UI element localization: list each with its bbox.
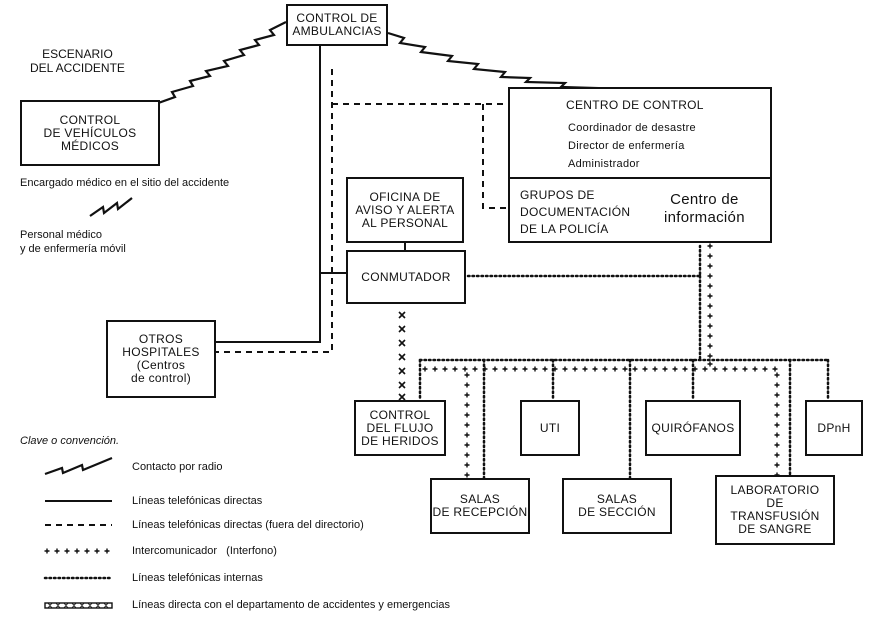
oficina-line-1: OFICINA DE xyxy=(369,189,441,204)
info-line-2: información xyxy=(664,209,745,226)
centro-informacion: Centro de información xyxy=(664,191,745,227)
vehiculos-line-2: DE VEHÍCULOS xyxy=(43,125,137,140)
legend-radio-symbol xyxy=(44,456,113,476)
member-administrador: Administrador xyxy=(568,158,640,170)
radio-link-ambulancias-centro xyxy=(387,31,629,91)
conmutador-text: CONMUTADOR xyxy=(361,269,451,284)
label-escenario: ESCENARIO DEL ACCIDENTE xyxy=(30,47,125,75)
radio-link-personal xyxy=(89,197,133,217)
legend-label-dashed: Líneas telefónicas directas (fuera del d… xyxy=(132,519,364,531)
external-lines xyxy=(216,69,508,353)
node-uti: UTI xyxy=(520,400,580,456)
emergency-dept-line xyxy=(398,311,406,401)
node-oficina-aviso: OFICINA DE AVISO Y ALERTA AL PERSONAL xyxy=(346,177,464,243)
centro-control-divider xyxy=(510,177,770,179)
otros-line-4: de control) xyxy=(131,371,191,385)
encargado-text: Encargado médico en el sitio del acciden… xyxy=(20,177,230,189)
recepcion-line-1: SALAS xyxy=(459,492,501,506)
dpnh-text: DPnH xyxy=(817,420,851,435)
info-line-1: Centro de xyxy=(670,191,739,208)
member-director: Director de enfermería xyxy=(568,140,685,152)
quirofanos-text: QUIRÓFANOS xyxy=(651,420,735,435)
escenario-line-1: ESCENARIO xyxy=(42,47,113,61)
grupos-line-3: DE LA POLICÍA xyxy=(520,222,609,236)
flujo-line-3: DE HERIDOS xyxy=(361,433,439,448)
centro-control-title: CENTRO DE CONTROL xyxy=(566,98,704,112)
uti-text: UTI xyxy=(539,420,561,435)
otros-line-2: HOSPITALES xyxy=(122,345,200,359)
otros-line-3: (Centros xyxy=(136,358,186,372)
ambulancias-line-2: AMBULANCIAS xyxy=(292,24,382,38)
oficina-line-2: AVISO Y ALERTA xyxy=(355,202,455,217)
seccion-line-2: DE SECCIÓN xyxy=(578,505,656,519)
node-salas-recepcion: SALAS DE RECEPCIÓN xyxy=(430,478,530,534)
flujo-line-1: CONTROL xyxy=(369,407,431,422)
grupos-documentacion: GRUPOS DE DOCUMENTACIÓN DE LA POLICÍA xyxy=(520,187,630,238)
laboratorio-line-3: TRANSFUSIÓN xyxy=(730,509,820,523)
recepcion-line-2: DE RECEPCIÓN xyxy=(432,505,528,519)
flujo-line-2: DEL FLUJO xyxy=(366,420,434,435)
node-conmutador: CONMUTADOR xyxy=(346,250,466,304)
node-salas-seccion: SALAS DE SECCIÓN xyxy=(562,478,672,534)
node-laboratorio: LABORATORIO DE TRANSFUSIÓN DE SANGRE xyxy=(715,475,835,545)
legend-label-plus: Intercomunicador (Interfono) xyxy=(132,545,277,557)
node-control-vehiculos: CONTROL DE VEHÍCULOS MÉDICOS xyxy=(20,100,160,166)
vehiculos-line-3: MÉDICOS xyxy=(60,138,120,153)
node-control-ambulancias: CONTROL DE AMBULANCIAS xyxy=(286,4,388,46)
label-encargado: Encargado médico en el sitio del acciden… xyxy=(20,176,229,190)
escenario-line-2: DEL ACCIDENTE xyxy=(30,61,125,75)
oficina-line-3: AL PERSONAL xyxy=(361,215,449,230)
legend-label-double: Líneas directa con el departamento de ac… xyxy=(132,599,450,611)
personal-line-1: Personal médico xyxy=(20,229,102,241)
ambulancias-line-1: CONTROL DE xyxy=(296,11,378,25)
seccion-line-1: SALAS xyxy=(596,492,638,506)
personal-line-2: y de enfermería móvil xyxy=(20,243,126,255)
node-centro-control: CENTRO DE CONTROL Coordinador de desastr… xyxy=(508,87,772,243)
grupos-line-2: DOCUMENTACIÓN xyxy=(520,205,631,219)
label-personal: Personal médico y de enfermería móvil xyxy=(20,228,126,256)
laboratorio-line-2: DE xyxy=(766,496,784,510)
legend-label-radio: Contacto por radio xyxy=(132,461,223,473)
legend-label-dotted: Líneas telefónicas internas xyxy=(132,572,263,584)
laboratorio-line-1: LABORATORIO xyxy=(730,483,820,497)
node-control-flujo: CONTROL DEL FLUJO DE HERIDOS xyxy=(354,400,446,456)
node-quirofanos: QUIRÓFANOS xyxy=(645,400,741,456)
vehiculos-line-1: CONTROL xyxy=(59,112,121,127)
centro-control-members: Coordinador de desastre Director de enfe… xyxy=(568,119,696,173)
otros-line-1: OTROS xyxy=(138,332,184,346)
direct-line-ambulancias-otros xyxy=(216,45,321,343)
laboratorio-line-4: DE SANGRE xyxy=(738,522,812,536)
node-dpnh: DPnH xyxy=(805,400,863,456)
legend-label-solid: Líneas telefónicas directas xyxy=(132,495,263,507)
legend-double-symbol xyxy=(44,602,113,609)
node-otros-hospitales: OTROS HOSPITALES (Centros de control) xyxy=(106,320,216,398)
member-coordinador: Coordinador de desastre xyxy=(568,122,696,134)
legend-symbols xyxy=(43,456,114,609)
radio-link-ambulancias-scene xyxy=(117,21,287,128)
internal-lines xyxy=(418,244,830,480)
grupos-line-1: GRUPOS DE xyxy=(520,188,595,202)
legend-title: Clave o convención. xyxy=(20,435,120,447)
